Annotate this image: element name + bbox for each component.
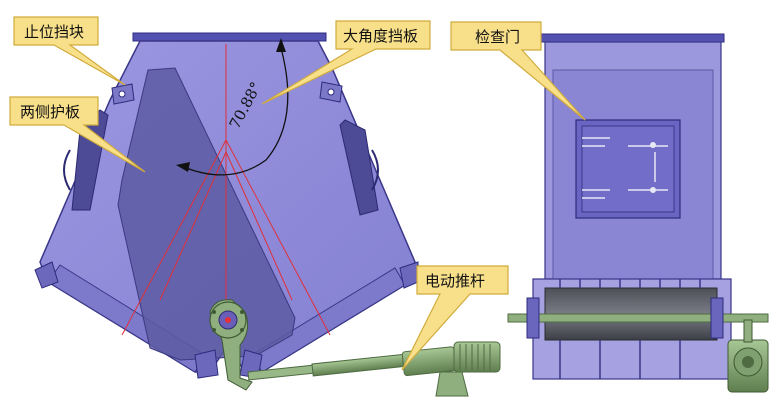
left-view: 70.88° xyxy=(34,32,501,397)
side-motor xyxy=(727,319,769,393)
door-bolt xyxy=(650,142,656,148)
left-foot xyxy=(34,261,59,289)
callout-inspection-door-label: 检查门 xyxy=(475,28,520,46)
side-plate xyxy=(117,67,296,361)
right-view xyxy=(507,33,769,393)
callout-electric-actuator-label: 电动推杆 xyxy=(425,272,485,290)
callout-large-angle-baffle-label: 大角度挡板 xyxy=(343,27,418,45)
pivot-crank xyxy=(209,299,253,391)
door-latches xyxy=(582,137,668,199)
drive-shaft xyxy=(507,313,769,323)
inspection-door-inner xyxy=(581,125,675,213)
bottom-left-foot xyxy=(194,349,219,379)
side-top-flange xyxy=(540,33,725,43)
right-side-hatch xyxy=(339,119,379,216)
left-bearing xyxy=(526,297,540,339)
callout-side-plates: 两侧护板 xyxy=(9,96,146,173)
frame-ribs xyxy=(559,279,701,379)
electric-actuator xyxy=(247,341,501,397)
door-bolt xyxy=(650,187,656,193)
callout-inspection-door: 检查门 xyxy=(450,21,586,121)
guide-lines xyxy=(121,44,331,336)
right-bearing xyxy=(710,297,724,339)
callout-stop-block-label: 止位挡块 xyxy=(24,23,84,41)
callout-large-angle-baffle: 大角度挡板 xyxy=(261,20,431,105)
callout-electric-actuator: 电动推杆 xyxy=(401,265,509,371)
top-flange xyxy=(132,32,327,42)
stop-block xyxy=(111,81,343,105)
callout-stop-block: 止位挡块 xyxy=(13,16,126,86)
callout-side-plates-label: 两侧护板 xyxy=(20,103,80,121)
